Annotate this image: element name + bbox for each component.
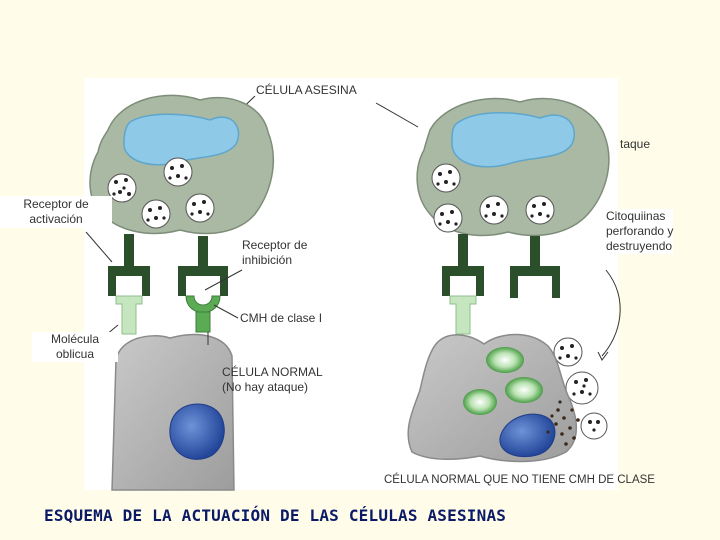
activation-pointer	[86, 232, 112, 262]
inhibition-receptor-label: Receptor de inhibición	[242, 238, 307, 268]
mhc-pointer	[214, 305, 238, 318]
killer-cell-leader-right	[376, 103, 418, 127]
figure-title: ESQUEMA DE LA ACTUACIÓN DE LAS CÉLULAS A…	[44, 506, 506, 525]
activation-receptor-label: Receptor de activación	[0, 196, 112, 228]
cytotoxin-arrow	[602, 270, 620, 356]
cytotoxin-arrowhead	[598, 352, 608, 360]
left-normal-cell	[112, 335, 234, 490]
mhc-label: CMH de clase I	[240, 311, 322, 326]
normal-cell-label: CÉLULA NORMAL (No hay ataque)	[222, 365, 323, 395]
attack-label: taque	[620, 137, 650, 152]
mhc-molecule	[186, 296, 220, 313]
killer-cell-label: CÉLULA ASESINA	[256, 83, 357, 98]
oblique-label: Molécula oblicua	[32, 332, 118, 362]
receptors	[108, 234, 560, 298]
no-mhc-cell-label: CÉLULA NORMAL QUE NO TIENE CMH DE CLASE	[384, 473, 655, 488]
cytotoxins-label: Citoquiinas perforando y destruyendo	[606, 209, 673, 254]
mhc-stem	[196, 312, 210, 332]
